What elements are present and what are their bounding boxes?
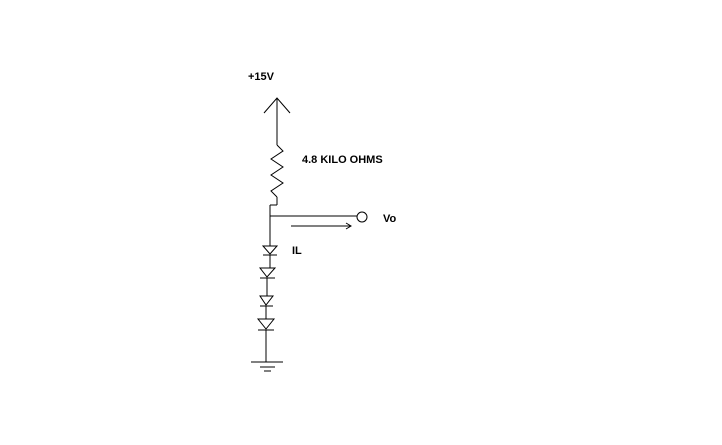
- current-arrow: [291, 222, 352, 230]
- supply-arrow: [263, 97, 291, 145]
- ground-symbol: [251, 361, 283, 372]
- diode-1: [261, 245, 279, 256]
- resistor-label: 4.8 KILO OHMS: [302, 154, 383, 166]
- output-voltage-label: Vo: [383, 213, 397, 225]
- load-current-label: IL: [292, 245, 302, 257]
- resistor: [270, 144, 284, 198]
- output-terminal: [356, 211, 368, 223]
- diode-4: [256, 318, 276, 331]
- diode-2: [258, 267, 277, 279]
- diode-3: [259, 295, 275, 307]
- supply-voltage-label: +15V: [248, 71, 274, 83]
